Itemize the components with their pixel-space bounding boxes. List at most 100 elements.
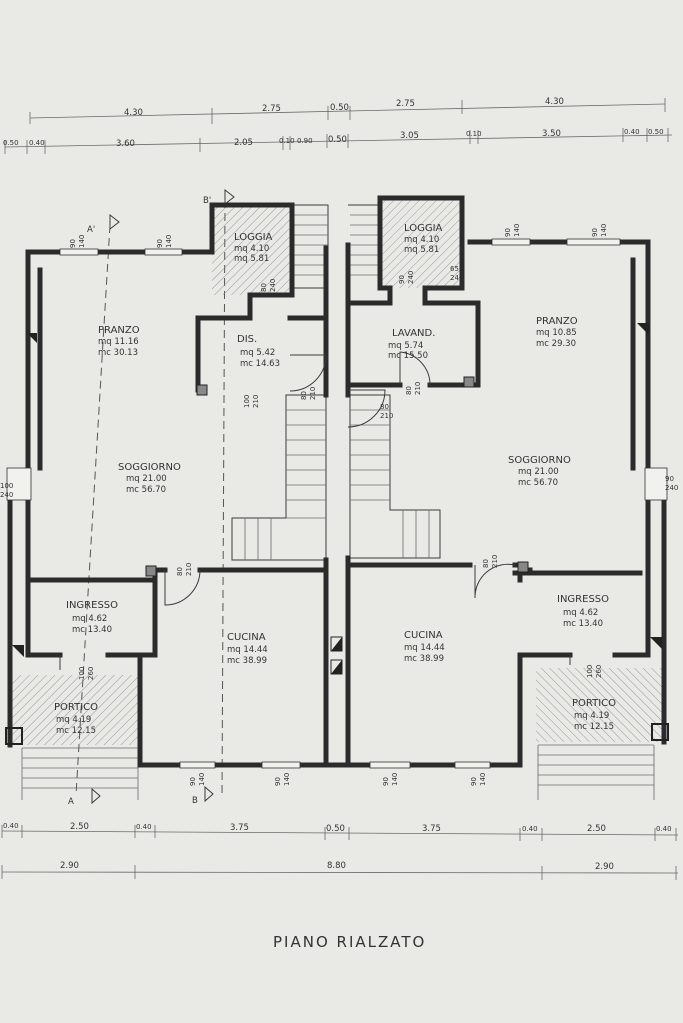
win-sogg-r-h: 240: [665, 484, 678, 492]
dim-top-3: 0.50: [330, 103, 349, 113]
dim-top2-11: 0.40: [624, 128, 640, 136]
door-lav-2-w: 80: [380, 403, 389, 411]
room-portico-left-mc: mc 12.15: [56, 726, 96, 736]
room-cucina-right-mc: mc 38.99: [404, 654, 444, 664]
dim-top2-4: 2.05: [234, 138, 253, 148]
room-ingresso-left-mc: mc 13.40: [72, 625, 112, 635]
room-loggia-right-mq: mq 4.10: [404, 235, 439, 245]
win-pranzo-l2-h: 140: [165, 235, 173, 248]
dim-bot-8: 2.50: [587, 824, 606, 834]
room-loggia-left-mc: mq 5.81: [234, 254, 269, 264]
room-dis-name: DIS.: [237, 334, 257, 345]
win-cuc-l2-h: 140: [283, 773, 291, 786]
door-cuc-r-h: 210: [491, 555, 499, 568]
door-lav-2-h: 210: [380, 412, 393, 420]
room-loggia-left-name: LOGGIA: [234, 232, 273, 243]
dim-bot-3: 0.40: [136, 823, 152, 831]
win-pranzo-r1-h: 140: [513, 224, 521, 237]
dim-top2-2: 0.40: [29, 139, 45, 147]
marker-b: B: [192, 796, 198, 806]
door-loggia-r-w: 90: [398, 275, 406, 284]
room-loggia-left-mq: mq 4.10: [234, 244, 269, 254]
room-cucina-left-mc: mc 38.99: [227, 656, 267, 666]
dim-top2-8: 3.05: [400, 131, 419, 141]
marker-a: A: [68, 797, 74, 807]
door-loggia-r2-w: 65: [450, 265, 459, 273]
room-soggiorno-right-mq: mq 21.00: [518, 467, 559, 477]
room-cucina-right-name: CUCINA: [404, 630, 443, 641]
room-loggia-right-mc: mq 5.81: [404, 245, 439, 255]
dim-bot2-3: 2.90: [595, 862, 614, 872]
dim-bot-5: 0.50: [326, 824, 345, 834]
door-lav-h: 210: [414, 382, 422, 395]
marker-a-prime: A': [87, 225, 95, 235]
room-cucina-right-mq: mq 14.44: [404, 643, 445, 653]
room-pranzo-right-mc: mc 29.30: [536, 339, 576, 349]
door-dis-h: 210: [252, 395, 260, 408]
room-pranzo-left-mc: mc 30.13: [98, 348, 138, 358]
bottom-dimensions: [1, 825, 679, 880]
dim-bot2-1: 2.90: [60, 861, 79, 871]
win-cuc-l2-w: 90: [274, 777, 282, 786]
dim-top2-7: 0.50: [328, 135, 347, 145]
walls: [7, 195, 667, 768]
dim-top-1: 4.30: [124, 108, 143, 118]
room-portico-right-mc: mc 12.15: [574, 722, 614, 732]
door-loggia-r-h: 240: [407, 271, 415, 284]
win-pranzo-r2-h: 140: [600, 224, 608, 237]
win-pranzo-r2-w: 90: [591, 228, 599, 237]
room-ingresso-right-mq: mq 4.62: [563, 608, 598, 618]
win-cuc-r1-w: 90: [382, 777, 390, 786]
room-pranzo-left-mq: mq 11.16: [98, 337, 139, 347]
room-dis-mq: mq 5.42: [240, 348, 275, 358]
top-dimensions: [4, 98, 673, 154]
door-dis-2-w: 80: [300, 391, 308, 400]
door-dis-w: 100: [243, 395, 251, 408]
dim-bot-7: 0.40: [522, 825, 538, 833]
door-cuc-r-w: 80: [482, 559, 490, 568]
win-pranzo-r1-w: 90: [504, 228, 512, 237]
room-pranzo-left-name: PRANZO: [98, 325, 140, 336]
win-cuc-l1-w: 90: [189, 777, 197, 786]
room-soggiorno-right-mc: mc 56.70: [518, 478, 558, 488]
dim-top2-10: 3.50: [542, 129, 561, 139]
hatched-areas: [10, 198, 664, 745]
win-pranzo-l1-w: 90: [69, 239, 77, 248]
dim-bot-2: 2.50: [70, 822, 89, 832]
dim-top2-1: 0.50: [3, 139, 19, 147]
room-portico-right-name: PORTICO: [572, 698, 616, 709]
room-pranzo-right-name: PRANZO: [536, 316, 578, 327]
room-ingresso-right-name: INGRESSO: [557, 594, 609, 605]
dim-bot-6: 3.75: [422, 824, 441, 834]
room-dis-mc: mc 14.63: [240, 359, 280, 369]
door-ing-l-w: 100: [78, 667, 86, 680]
dim-bot2-2: 8.80: [327, 861, 346, 871]
win-cuc-r2-w: 90: [470, 777, 478, 786]
door-cuc-l-w: 80: [176, 567, 184, 576]
opening-labels: 90 140 90 140 90 140 90 140 80 240 90 24…: [0, 224, 678, 786]
room-pranzo-right-mq: mq 10.85: [536, 328, 577, 338]
room-portico-left-mq: mq 4.19: [56, 715, 91, 725]
room-ingresso-left-name: INGRESSO: [66, 600, 118, 611]
room-soggiorno-left-mc: mc 56.70: [126, 485, 166, 495]
win-sogg-r-w: 90: [665, 475, 674, 483]
dim-bot-4: 3.75: [230, 823, 249, 833]
dim-top2-5: 0.10: [279, 137, 295, 145]
room-portico-right-mq: mq 4.19: [574, 711, 609, 721]
room-cucina-left-mq: mq 14.44: [227, 645, 268, 655]
posts: [5, 323, 669, 745]
room-soggiorno-right-name: SOGGIORNO: [508, 455, 571, 466]
marker-b-prime: B': [203, 196, 211, 206]
door-loggia-l-h: 240: [269, 279, 277, 292]
dim-bot-1: 0.40: [3, 822, 19, 830]
room-portico-left-name: PORTICO: [54, 702, 98, 713]
plan-title: PIANO RIALZATO: [273, 933, 426, 951]
win-sogg-l-h: 240: [0, 491, 13, 499]
door-lav-w: 80: [405, 386, 413, 395]
door-cuc-l-h: 210: [185, 563, 193, 576]
dim-top2-6: 0.90: [297, 137, 313, 145]
dim-top-5: 4.30: [545, 97, 564, 107]
room-cucina-left-name: CUCINA: [227, 632, 266, 643]
dim-top2-3: 3.60: [116, 139, 135, 149]
dim-top2-12: 0.50: [648, 128, 664, 136]
